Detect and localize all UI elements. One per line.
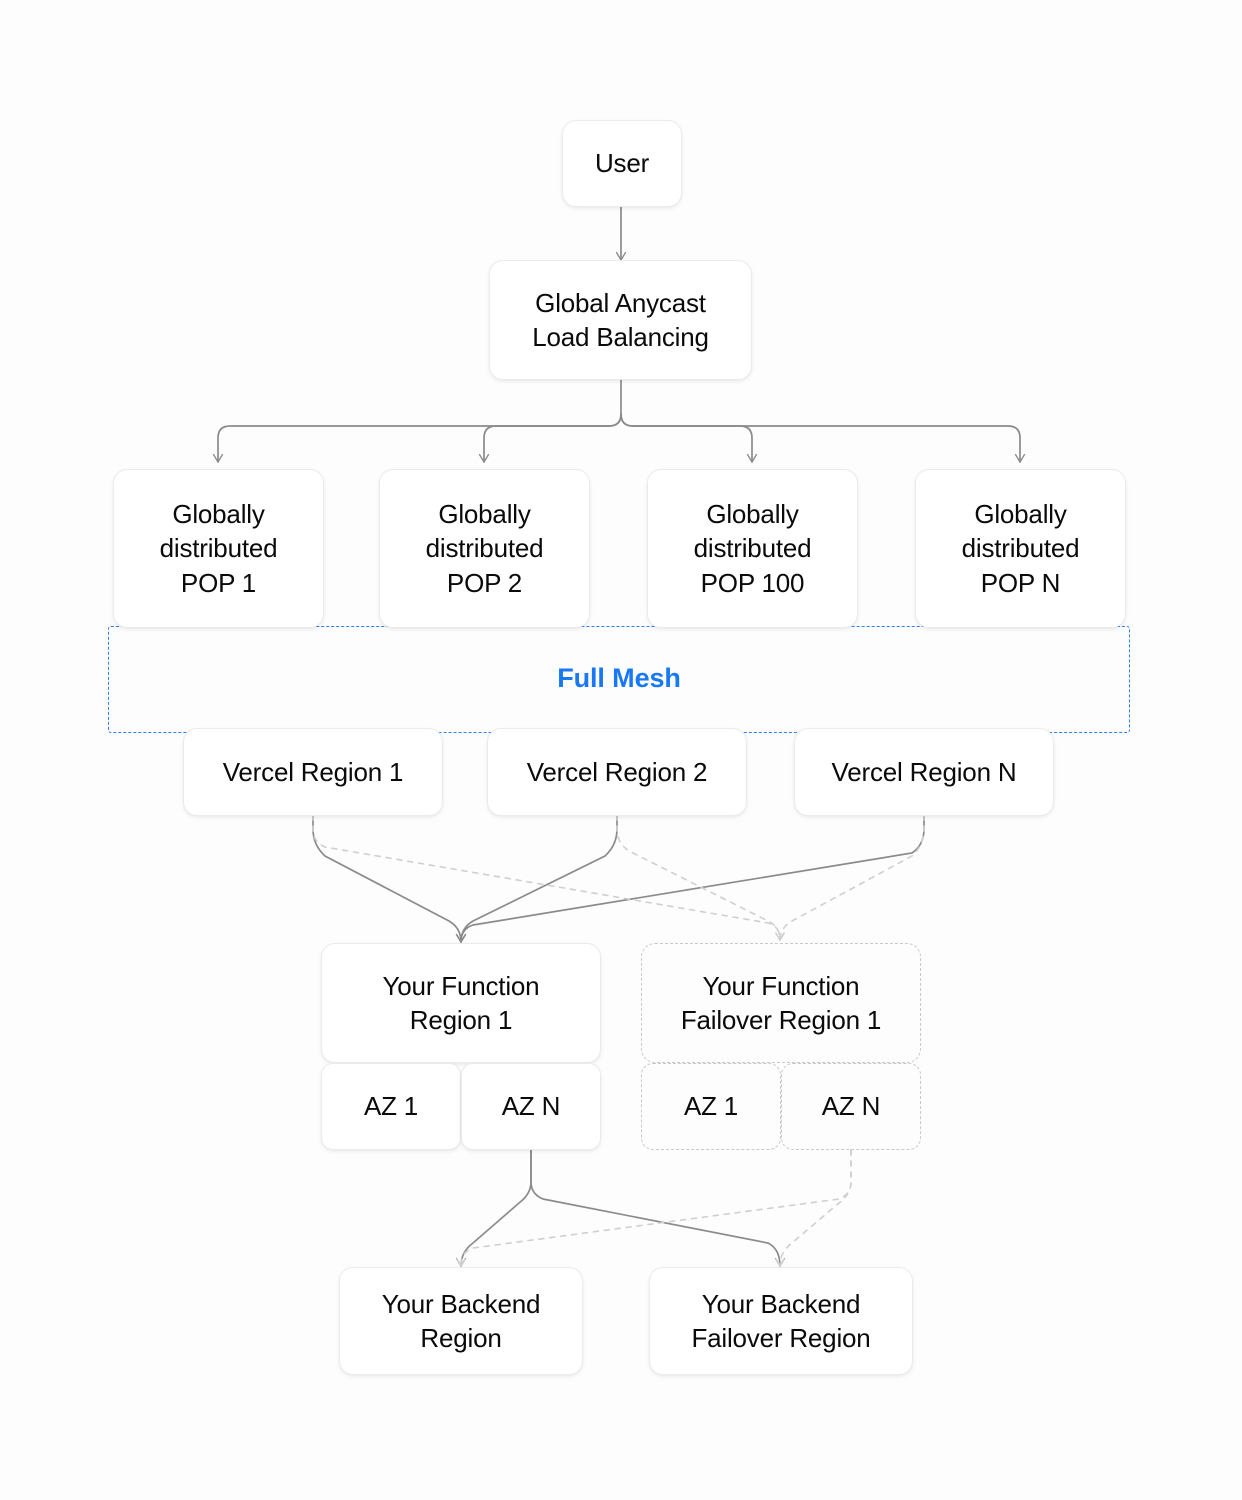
node-failover-az-1[interactable]: AZ 1 xyxy=(641,1063,781,1150)
edge-vercel-region-2-to-failover-region xyxy=(616,814,785,941)
edge-vercel-region-2-to-function-region xyxy=(455,814,618,943)
node-your-backend-failover-region[interactable]: Your Backend Failover Region xyxy=(649,1267,913,1375)
edge-failover-az-n-to-backend-region xyxy=(456,1149,852,1267)
node-pop-n[interactable]: Globally distributed POP N xyxy=(915,469,1126,628)
node-function-az-1[interactable]: AZ 1 xyxy=(321,1063,461,1150)
node-pop-1[interactable]: Globally distributed POP 1 xyxy=(113,469,324,628)
node-failover-az-n[interactable]: AZ N xyxy=(781,1063,921,1150)
node-your-function-region-1[interactable]: Your Function Region 1 xyxy=(321,943,601,1063)
node-vercel-region-n[interactable]: Vercel Region N xyxy=(794,728,1054,816)
edge-vercel-region-n-to-failover-region xyxy=(775,814,925,941)
node-pop-2[interactable]: Globally distributed POP 2 xyxy=(379,469,590,628)
edge-bus-to-pop-1 xyxy=(212,413,622,463)
node-your-backend-region[interactable]: Your Backend Region xyxy=(339,1267,583,1375)
edge-failover-az-n-to-backend-failover-region xyxy=(775,1149,852,1267)
node-user[interactable]: User xyxy=(562,120,682,207)
edge-bus-to-pop-2 xyxy=(478,413,622,463)
full-mesh-label: Full Mesh xyxy=(557,663,681,693)
node-global-anycast-load-balancing[interactable]: Global Anycast Load Balancing xyxy=(489,260,752,380)
node-pop-100[interactable]: Globally distributed POP 100 xyxy=(647,469,858,628)
node-your-function-failover-region-1[interactable]: Your Function Failover Region 1 xyxy=(641,943,921,1063)
edge-bus-to-pop-100 xyxy=(620,413,758,463)
edge-az-n-to-backend-failover-region xyxy=(530,1149,786,1267)
node-vercel-region-2[interactable]: Vercel Region 2 xyxy=(487,728,747,816)
edge-bus-to-pop-n xyxy=(620,413,1026,463)
edge-vercel-region-1-to-function-region xyxy=(312,814,467,943)
node-function-az-n[interactable]: AZ N xyxy=(461,1063,601,1150)
node-vercel-region-1[interactable]: Vercel Region 1 xyxy=(183,728,443,816)
edge-az-n-to-backend-region xyxy=(455,1149,532,1267)
edge-vercel-region-1-to-failover-region xyxy=(312,814,785,941)
edge-vercel-region-n-to-function-region xyxy=(455,814,925,943)
